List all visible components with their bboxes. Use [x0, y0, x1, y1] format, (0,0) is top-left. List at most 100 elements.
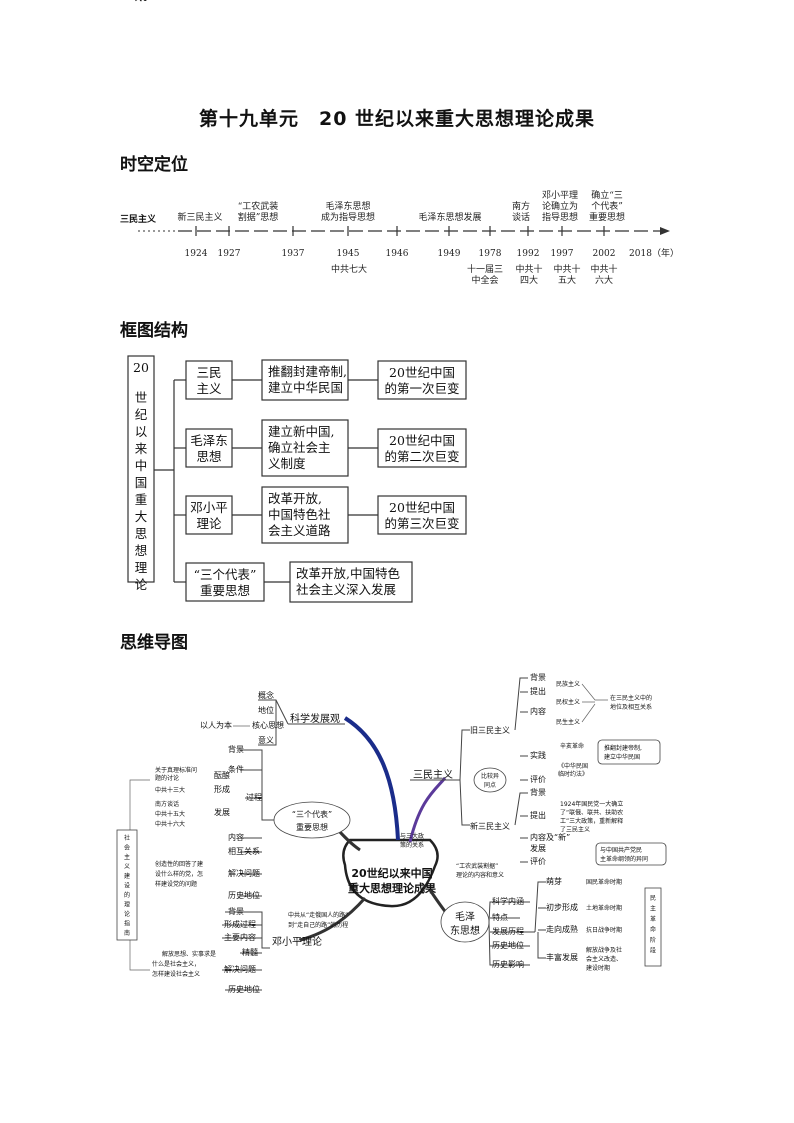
mindmap-mao-stage: 初步形成 [546, 902, 578, 912]
framework-root-char: 以 [135, 424, 148, 439]
mindmap-sanmin-new-eval-1: 与中国共产党民 [600, 846, 642, 854]
mindmap-three-history: 中共十六大 [155, 820, 185, 828]
timeline-event-label: 确立“三 [591, 189, 623, 201]
timeline-event-label: 南方 [512, 200, 530, 212]
framework-result-text: 的第一次巨变 [384, 381, 459, 396]
framework-effect-text: 建立中华民国 [268, 380, 343, 395]
mindmap-sanmin-practice-3: 临时约法》 [558, 770, 588, 778]
mindmap-sanmin-old-item: 实践 [530, 750, 546, 760]
mindmap-sanmin-old: 旧三民主义 [470, 725, 510, 735]
mindmap-deng-item: 主要内容 [224, 932, 256, 942]
mindmap-sanmin-relation-2: 策的关系 [400, 841, 424, 849]
framework-effect-text: 确立社会主 [268, 440, 331, 455]
mindmap-three-process: 酝酿 [214, 770, 230, 780]
mindmap-three-item: 内容 [228, 832, 244, 842]
framework-root-char: 20 [133, 360, 149, 375]
mindmap-mao-item: 发展历程 [492, 926, 524, 936]
mindmap-sanmin-old-note-2: 地位及相互关系 [610, 703, 652, 711]
mindmap-three-label-1: “三个代表” [292, 809, 332, 819]
framework-root-char: 果 [135, 0, 148, 3]
framework-effect-box [289, 561, 413, 603]
mindmap-center-line1: 20世纪以来中国 [351, 866, 432, 880]
framework-root-char: 成 [135, 0, 148, 3]
mindmap-mao-label-1: 毛泽 [455, 911, 475, 923]
framework-result-text: 20世纪中国 [389, 500, 455, 515]
timeline-year: 1945 [337, 249, 360, 259]
mindmap-three-item: 过程 [246, 792, 262, 802]
mindmap-mao-bracket-char: 民 [650, 895, 656, 902]
mindmap-three-item: 背景 [228, 744, 244, 754]
mindmap-left-bracket-char: 义 [124, 864, 130, 871]
mindmap-science-item-1: 地位 [258, 705, 274, 715]
timeline-year: 1927 [218, 249, 241, 259]
mindmap-deng-item: 精髓 [242, 947, 258, 957]
framework-effect-box [261, 359, 349, 401]
timeline-start-label: 三民主义 [120, 213, 157, 225]
timeline-event-label: “工农武装 [238, 200, 279, 212]
mindmap-left-bracket-char: 指 [124, 920, 130, 928]
mindmap-left-bracket-char: 理 [124, 902, 130, 909]
timeline-congress-label: 中全会 [471, 274, 498, 286]
mindmap-left-bracket-char: 南 [124, 929, 130, 937]
mindmap-mao-bracket-char: 革 [650, 915, 656, 923]
mindmap-mao-bracket-char: 段 [650, 947, 656, 955]
section-heading-timeline: 时空定位 [120, 155, 188, 175]
framework-theory-text: 三民 [196, 365, 221, 380]
mindmap-mao-item: 历史影响 [492, 959, 524, 969]
mindmap-left-bracket-char: 的 [124, 891, 130, 899]
mindmap-sanmin-old-content: 民权主义 [556, 698, 580, 706]
mindmap-sanmin-old-item: 评价 [530, 775, 546, 784]
mindmap-sanmin-new-item: 背景 [530, 787, 546, 797]
framework-theory-text: “三个代表” [194, 567, 257, 582]
framework-effect-box [261, 419, 349, 477]
timeline-congress-label: 五大 [558, 274, 576, 286]
mindmap-mao-period: 解放战争及社 [586, 946, 622, 954]
mindmap-science-item-2: 核心思想 [252, 720, 284, 730]
framework-root-char: 中 [135, 458, 148, 473]
timeline-year: 1949 [438, 249, 461, 259]
mindmap-science-core: 以人为本 [200, 720, 232, 730]
mindmap-mao-bracket-char: 命 [650, 926, 656, 934]
mindmap-mao-stage: 走向成熟 [546, 924, 578, 934]
framework-result-text: 20世纪中国 [389, 433, 455, 448]
mindmap-mao-bracket-char: 阶 [650, 936, 656, 944]
mindmap-left-bracket-char: 会 [124, 844, 130, 852]
timeline-event-label: 割据”思想 [238, 211, 279, 223]
timeline-congress-label: 十一届三 [467, 263, 503, 275]
mindmap-three-item: 历史地位 [228, 890, 260, 900]
mindmap-sanmin-label: 三民主义 [413, 769, 453, 781]
mindmap-sanmin-old-content: 民族主义 [556, 680, 580, 688]
mindmap-sanmin-result-2: 建立中华民国 [604, 753, 640, 761]
timeline-year: 2002 [593, 249, 616, 259]
mindmap-mao-label-2: 东思想 [450, 924, 480, 937]
mindmap-sanmin-new-item: 评价 [530, 857, 546, 866]
framework-effect-text: 会主义道路 [268, 523, 331, 538]
mindmap-sanmin-relation-1: 与三大政 [400, 832, 424, 840]
mindmap-left-bracket-char: 论 [124, 910, 130, 918]
mindmap-mao-note-1: “工农武装割据” [456, 862, 498, 870]
framework-result-text: 的第三次巨变 [384, 516, 459, 531]
timeline-event-label: 论确立为 [542, 200, 578, 212]
mindmap-sanmin-old-item: 内容 [530, 706, 546, 716]
mindmap-three-process: 形成 [214, 784, 230, 794]
mindmap-sanmin-old-note-1: 在三民主义中的 [610, 694, 652, 702]
mindmap-deng-note-2: 到“走自己的路”的历程 [288, 921, 348, 929]
framework-theory-text: 邓小平 [190, 500, 228, 515]
mindmap-left-bracket-char: 设 [124, 882, 130, 890]
timeline-congress-label: 中共十 [515, 263, 542, 275]
framework-root-char: 想 [135, 543, 148, 558]
framework-result-text: 20世纪中国 [389, 365, 455, 380]
mindmap-sanmin-practice-2: 《中华民国 [558, 762, 588, 770]
mindmap-sanmin-old-item: 提出 [530, 686, 546, 696]
framework-root-char: 大 [135, 509, 148, 524]
mindmap-mao-item: 历史地位 [492, 940, 524, 950]
mindmap-sanmin-new-note: 了“联俄、联共、扶助农 [560, 809, 623, 817]
framework-theory-text: 毛泽东 [190, 433, 228, 448]
framework-root-char: 来 [135, 441, 148, 456]
mindmap-sanmin-new-item: 内容及“新” [530, 832, 570, 842]
mindmap-sanmin-old-content: 民生主义 [556, 718, 580, 726]
mindmap-mao-item: 科学内涵 [492, 896, 524, 906]
timeline-year: 1924 [185, 249, 208, 259]
timeline-event-label: 成为指导思想 [321, 211, 375, 223]
mindmap-three-history: 南方谈话 [155, 800, 179, 808]
